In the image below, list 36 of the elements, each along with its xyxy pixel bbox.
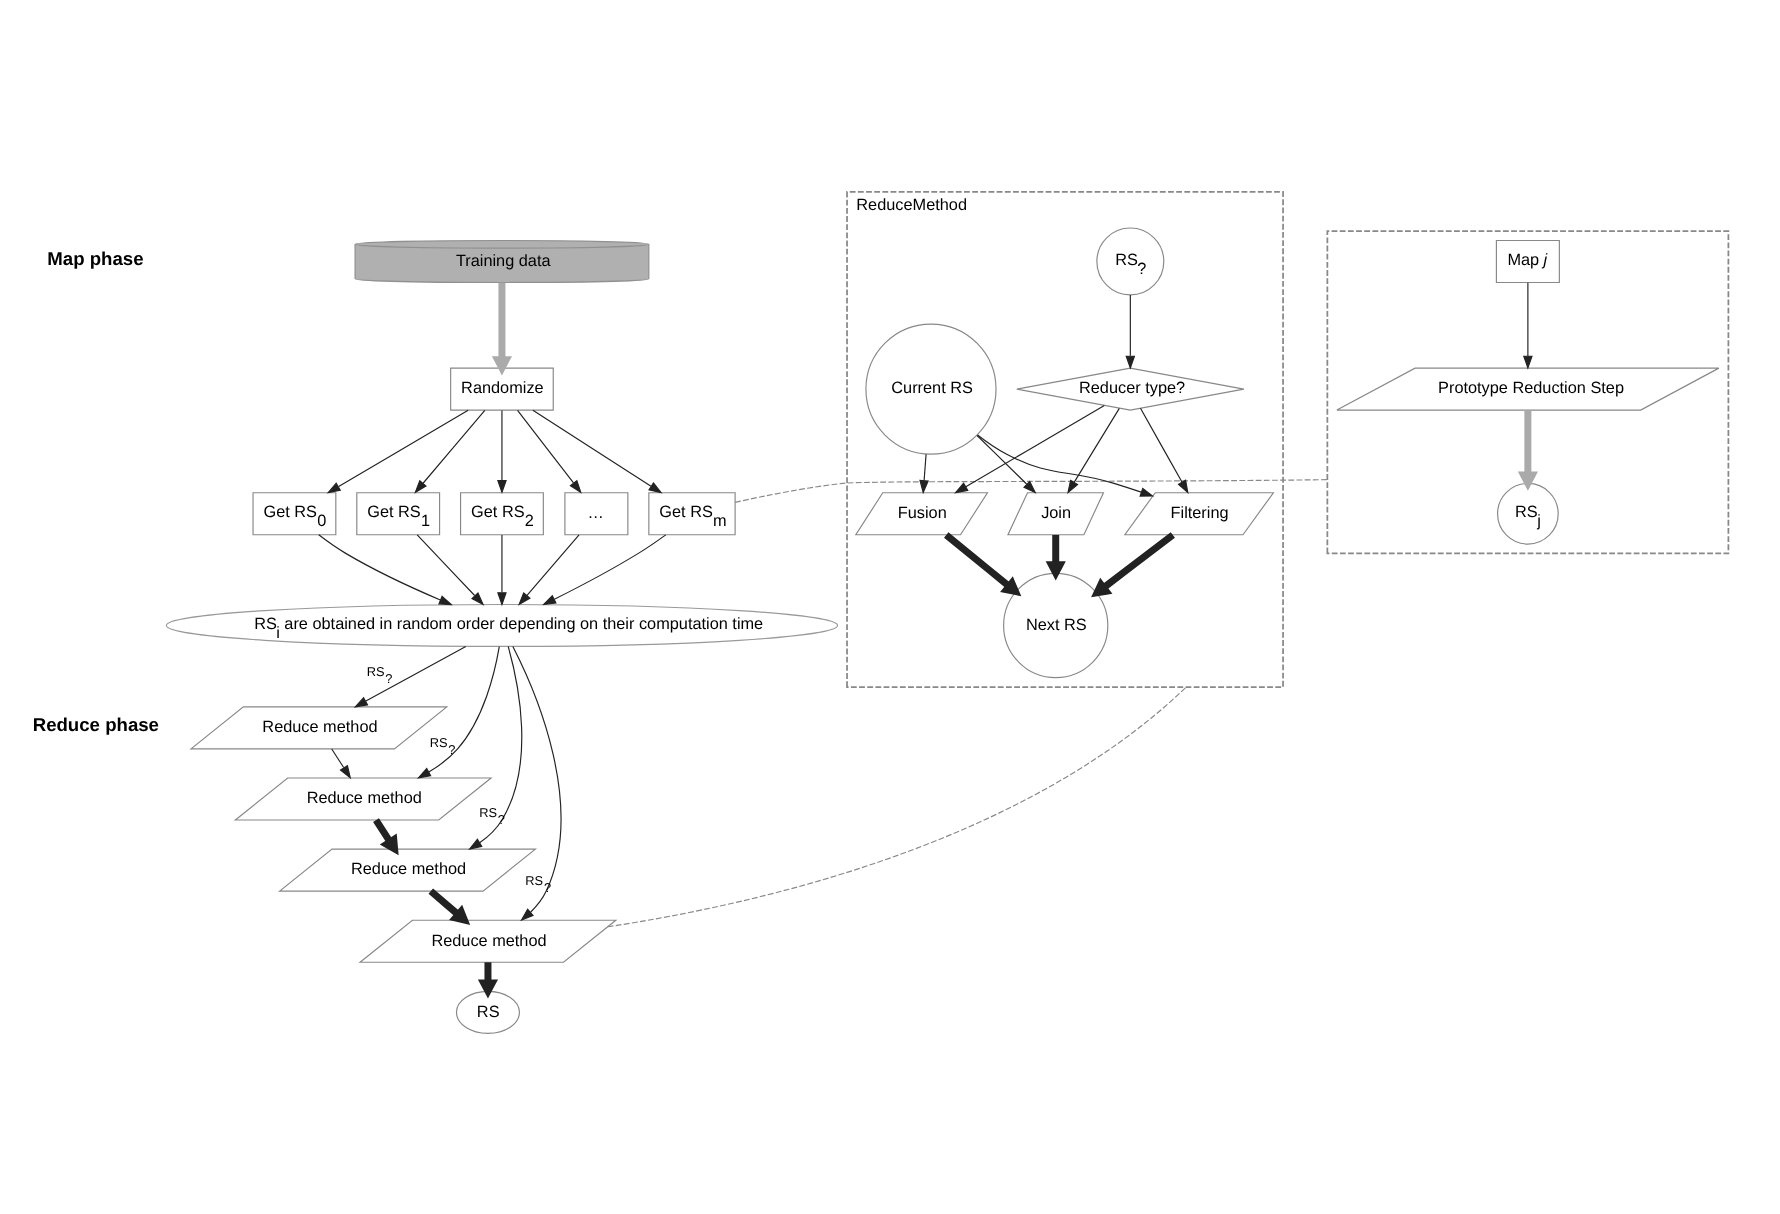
- arrow: [1045, 533, 1066, 580]
- arrow: [1067, 406, 1120, 493]
- arrow: [373, 817, 399, 855]
- arrow: [919, 452, 929, 494]
- cluster: [1326, 229, 1730, 554]
- arrow: [516, 408, 582, 493]
- arrow: [1139, 406, 1189, 493]
- label: Reduce phase: [32, 714, 160, 735]
- arrow: [416, 645, 500, 778]
- arrow: [414, 408, 486, 493]
- arrow: [353, 644, 467, 707]
- arrow: [477, 961, 499, 998]
- connector: [607, 685, 1187, 927]
- arrow: [331, 747, 352, 779]
- label: Map phase: [47, 247, 144, 268]
- arrow: [977, 433, 1155, 496]
- arrow: [326, 408, 469, 493]
- arrow: [1522, 281, 1533, 369]
- arrow: [1125, 293, 1136, 369]
- arrow: [497, 533, 507, 606]
- arrow: [1091, 531, 1175, 597]
- connector: [734, 478, 1328, 502]
- arrow: [944, 531, 1022, 596]
- arrow: [428, 887, 471, 924]
- arrow: [532, 408, 663, 493]
- arrow: [518, 533, 580, 605]
- arrow: [491, 281, 513, 375]
- arrow: [976, 433, 1037, 493]
- arrow: [318, 533, 453, 605]
- arrow: [497, 408, 507, 494]
- arrow: [542, 533, 667, 605]
- arrow: [1517, 409, 1538, 490]
- arrow: [954, 403, 1105, 493]
- arrow: [416, 533, 485, 605]
- arrow: [512, 645, 562, 921]
- arrow: [468, 644, 523, 849]
